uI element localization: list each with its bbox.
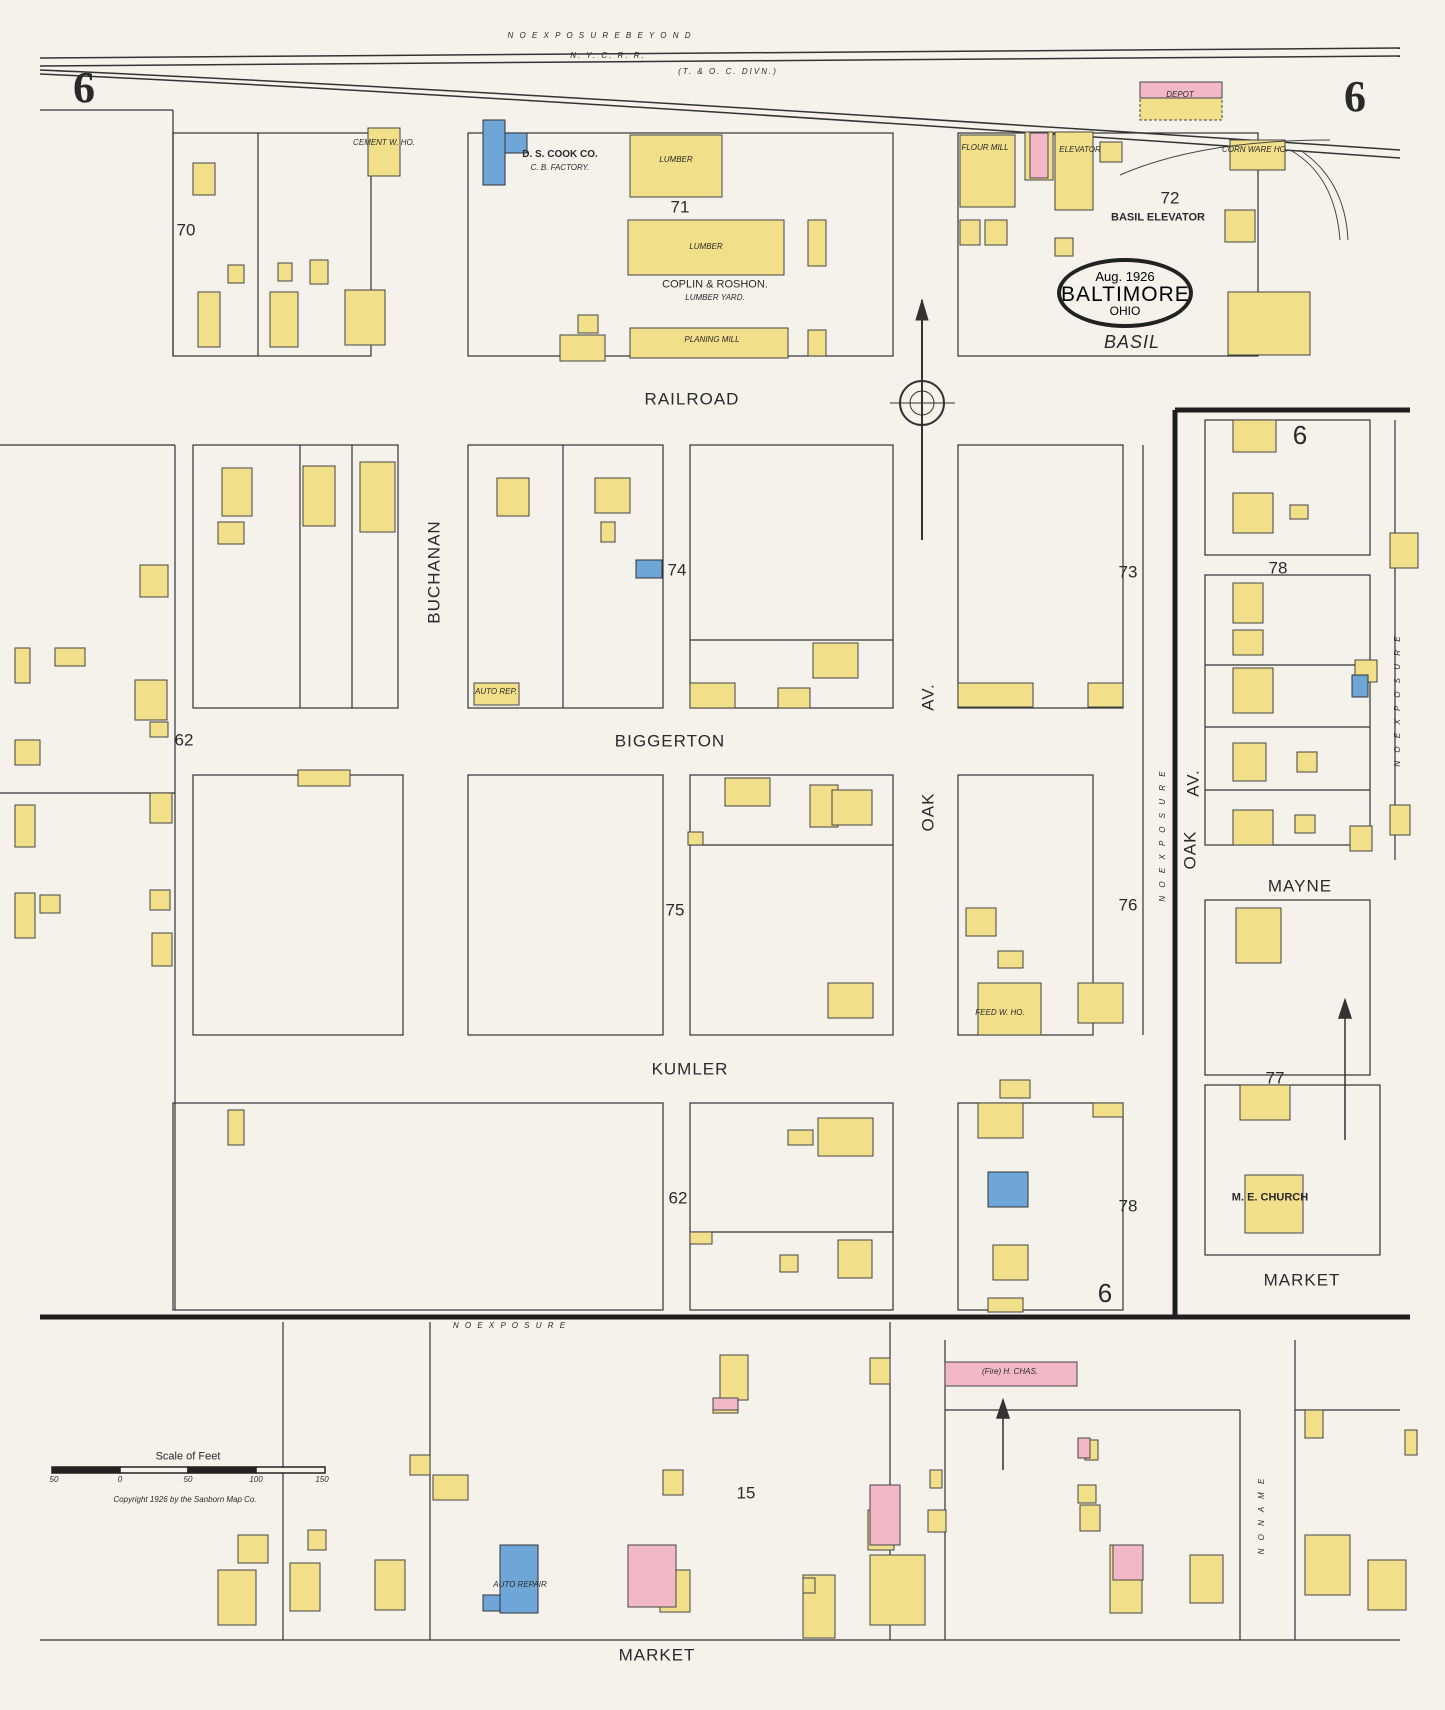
sheet-number-right: 6 <box>1344 72 1366 121</box>
scale-title: Scale of Feet <box>155 1450 221 1463</box>
planing-mill-label: PLANING MILL <box>684 335 740 344</box>
scale-tick-label: 150 <box>315 1475 329 1484</box>
fire-hall-label: (Fire) H. CHAS. <box>982 1367 1038 1376</box>
village-label: BASIL <box>1103 332 1161 352</box>
feed-label: FEED W. HO. <box>975 1008 1025 1017</box>
location-stamp: Aug. 1926 BALTIMORE OHIO <box>1057 258 1193 328</box>
street-oak-av: OAK <box>918 792 938 832</box>
lumber-label: LUMBER <box>689 242 723 251</box>
sheet-reference: 6 <box>1097 1278 1113 1308</box>
railroad-division-label: (T. & O. C. DIVN.) <box>678 67 778 76</box>
street-buchanan: BUCHANAN <box>424 520 444 624</box>
compass <box>890 298 955 540</box>
scale-tick-label: 0 <box>117 1475 123 1484</box>
block-number: 77 <box>1265 1068 1285 1088</box>
scale-tick-label: 50 <box>183 1475 193 1484</box>
stamp-state: OHIO <box>1109 304 1141 318</box>
coplin-sub-label: LUMBER YARD. <box>685 293 745 302</box>
street-oak-av-av: AV. <box>918 683 938 711</box>
cook-co-sub-label: C. B. FACTORY. <box>530 163 590 172</box>
street-oak-av-right: OAK <box>1180 830 1200 870</box>
sheet-reference: 6 <box>1292 420 1308 450</box>
sheet-number-left: 6 <box>73 63 95 112</box>
street-oak-av-right-av: AV. <box>1183 769 1203 797</box>
elevator-label: ELEVATOR <box>1059 145 1101 154</box>
block-number: 75 <box>665 900 685 920</box>
auto-repair-top-label: AUTO REP. <box>475 687 517 696</box>
corn-ware-label: CORN WARE HO. <box>1221 145 1289 154</box>
block-number: 74 <box>667 560 687 580</box>
no-name-label: N O N A M E <box>1257 1475 1266 1555</box>
incline-tracks <box>1119 139 1349 241</box>
direction-arrows <box>995 997 1353 1470</box>
church-label: M. E. CHURCH <box>1231 1191 1309 1204</box>
no-exposure-bottom-label: N O E X P O S U R E <box>452 1321 568 1330</box>
fireproof-buildings <box>482 119 1369 1614</box>
railroad-name-label: N. Y. C. R. R. <box>570 51 646 60</box>
block-number: 15 <box>736 1483 756 1503</box>
block-number: 62 <box>174 730 194 750</box>
street-market-right: MARKET <box>1263 1270 1341 1290</box>
street-mayne: MAYNE <box>1267 876 1333 896</box>
flour-mill-label: FLOUR MILL <box>961 143 1009 152</box>
copyright-label: Copyright 1926 by the Sanborn Map Co. <box>113 1495 257 1504</box>
basil-elevator-label: BASIL ELEVATOR <box>1111 211 1205 224</box>
street-kumler: KUMLER <box>651 1059 729 1079</box>
no-exposure-beyond-label: N O E X P O S U R E B E Y O N D <box>507 31 693 40</box>
block-number: 78 <box>1118 1196 1138 1216</box>
scale-bar <box>51 1466 326 1474</box>
scale-tick-label: 50 <box>49 1475 59 1484</box>
lumber-label: LUMBER <box>659 155 693 164</box>
street-biggerton: BIGGERTON <box>614 731 726 751</box>
block-number: 72 <box>1160 188 1180 208</box>
cook-co-label: D. S. COOK CO. <box>522 149 598 160</box>
block-number: 78 <box>1268 558 1288 578</box>
stamp-date: Aug. 1926 <box>1095 269 1155 284</box>
block-number: 70 <box>176 220 196 240</box>
block-number: 62 <box>668 1188 688 1208</box>
coplin-roshon-label: COPLIN & ROSHON. <box>662 278 768 291</box>
street-market-bottom: MARKET <box>618 1645 696 1665</box>
no-exposure-right-label: N O E X P O S U R E <box>1393 633 1402 767</box>
stamp-city: BALTIMORE <box>1061 283 1190 306</box>
no-exposure-mid-label: N O E X P O S U R E <box>1158 768 1167 902</box>
brick-buildings <box>627 81 1223 1608</box>
cement-label: CEMENT W. HO. <box>353 138 415 147</box>
block-number: 71 <box>670 197 690 217</box>
section-borders <box>40 407 1410 1320</box>
block-number: 76 <box>1118 895 1138 915</box>
street-railroad: RAILROAD <box>644 389 740 409</box>
scale-tick-label: 100 <box>249 1475 263 1484</box>
depot-label: DEPOT <box>1166 90 1194 99</box>
block-number: 73 <box>1118 562 1138 582</box>
auto-repair-label: AUTO REPAIR <box>493 1580 547 1589</box>
